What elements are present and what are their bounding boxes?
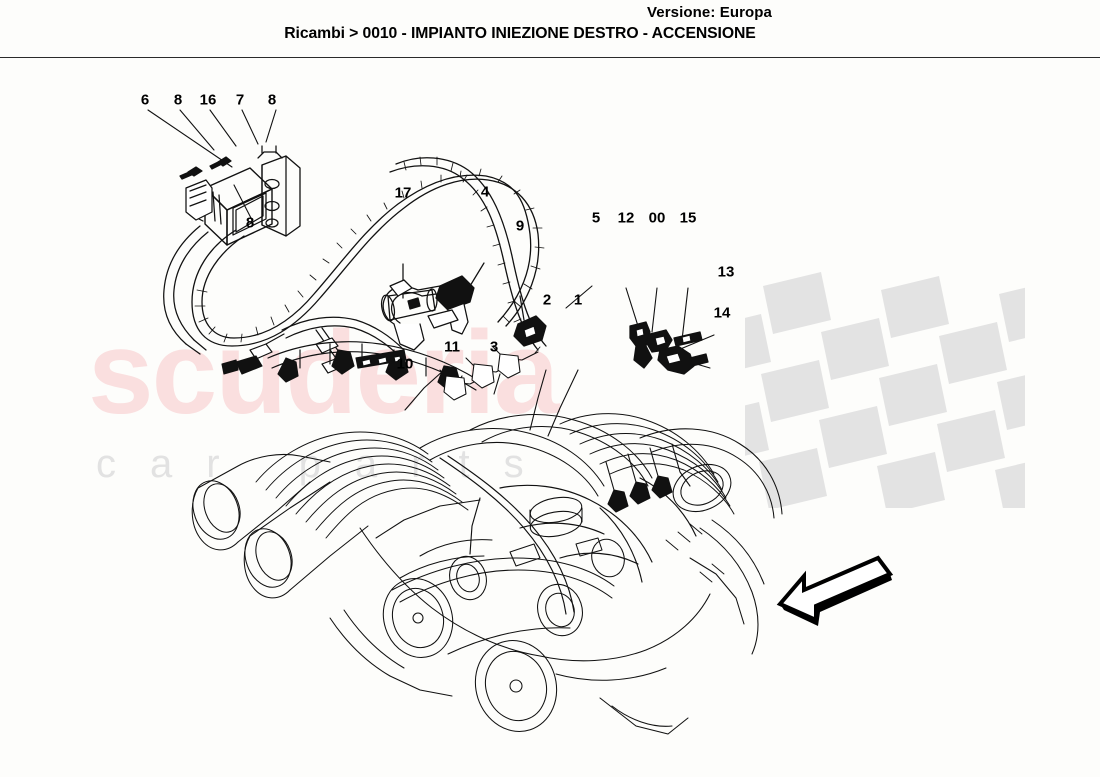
bracket-cluster: [625, 287, 715, 375]
callout-1-16: 1: [573, 291, 583, 309]
checkered-flag-watermark: [745, 272, 1025, 508]
upper-harness-loop: [389, 156, 547, 354]
callout-7-3: 7: [235, 91, 245, 109]
callout-10-17: 10: [396, 355, 414, 373]
callout-2-15: 2: [542, 291, 552, 309]
fastener-screws: [179, 156, 232, 180]
page-header: Versione: Europa Ricambi > 0010 - IMPIAN…: [0, 0, 1100, 58]
ecu-bracket: [257, 145, 301, 237]
version-label: Versione: Europa: [647, 4, 772, 21]
exploded-parts-drawing: [147, 109, 783, 735]
callout-15-12: 15: [679, 209, 697, 227]
callout-14-14: 14: [713, 304, 731, 322]
engine-harness-overlay: [439, 455, 697, 615]
injector-rail-harness: [221, 341, 479, 391]
direction-arrow: [776, 555, 894, 626]
callout-6-0: 6: [140, 91, 150, 109]
leader-lines-top: [147, 109, 277, 221]
callout-13-13: 13: [717, 263, 735, 281]
callout-12-10: 12: [617, 209, 635, 227]
callout-16-2: 16: [199, 91, 217, 109]
injector-item-4: [382, 262, 485, 351]
pulley-set: [382, 538, 625, 732]
valley-injector-row: [439, 345, 539, 401]
sensor-item-17: [380, 263, 438, 322]
callout-8-5: 8: [245, 214, 255, 232]
leader-lines-mid: [404, 285, 593, 437]
callout-4-7: 4: [480, 183, 490, 201]
callout-8-1: 8: [173, 91, 183, 109]
left-harness-branch: [163, 179, 213, 355]
callout-5-9: 5: [591, 209, 601, 227]
callout-17-6: 17: [394, 184, 412, 202]
main-wiring-harness: [191, 168, 545, 347]
callout-8-4: 8: [267, 91, 277, 109]
connector-item-9: [513, 295, 547, 347]
callout-11-18: 11: [444, 338, 460, 356]
callout-9-8: 9: [515, 217, 525, 235]
engine-assembly: [191, 413, 783, 735]
callout-00-11: 00: [648, 209, 666, 227]
header-divider: [0, 57, 1100, 58]
callout-3-19: 3: [489, 338, 499, 356]
page-title: Ricambi > 0010 - IMPIANTO INIEZIONE DEST…: [284, 25, 756, 42]
